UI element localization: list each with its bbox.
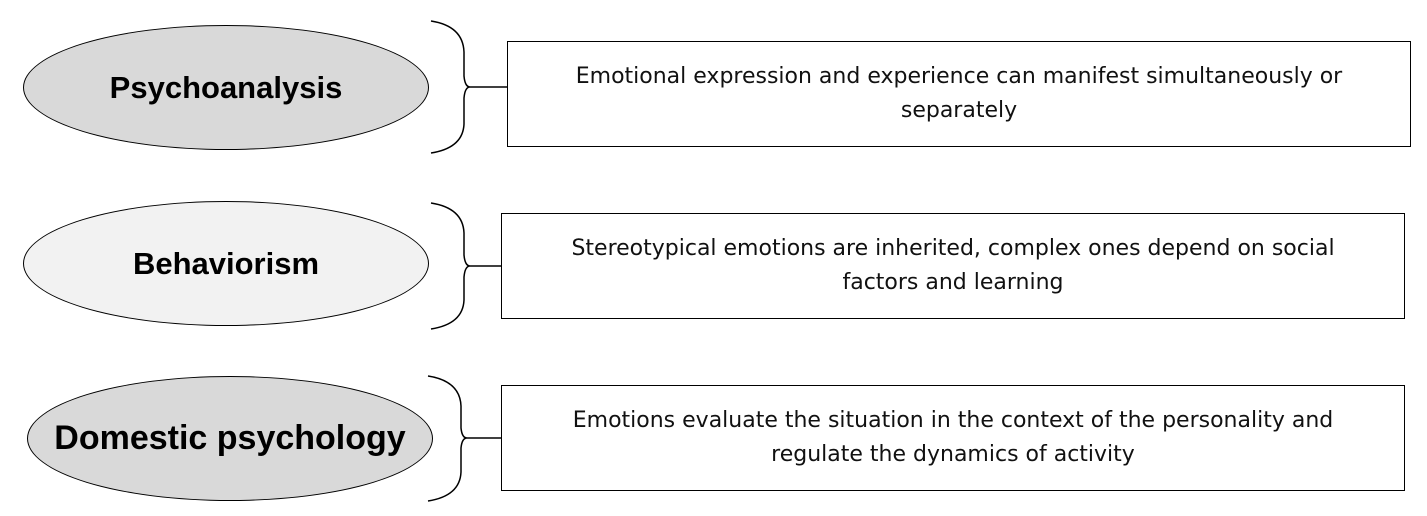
brace-behaviorism bbox=[430, 202, 471, 330]
description-text: Emotions evaluate the situation in the c… bbox=[572, 408, 1334, 467]
description-box-domestic-psychology: Emotions evaluate the situation in the c… bbox=[501, 385, 1405, 491]
theory-label: Behaviorism bbox=[132, 245, 320, 281]
theory-ellipse-domestic-psychology: Domestic psychology bbox=[27, 376, 433, 501]
brace-domestic-psychology bbox=[427, 375, 468, 502]
description-text: Stereotypical emotions are inherited, co… bbox=[571, 236, 1335, 295]
brace-psychoanalysis bbox=[430, 20, 471, 154]
description-box-psychoanalysis: Emotional expression and experience can … bbox=[507, 41, 1411, 147]
description-box-behaviorism: Stereotypical emotions are inherited, co… bbox=[501, 213, 1405, 319]
theory-label: Domestic psychology bbox=[54, 419, 406, 457]
theory-ellipse-behaviorism: Behaviorism bbox=[23, 201, 429, 326]
description-text: Emotional expression and experience can … bbox=[575, 64, 1343, 123]
theory-ellipse-psychoanalysis: Psychoanalysis bbox=[23, 25, 429, 150]
theory-label: Psychoanalysis bbox=[109, 69, 343, 105]
